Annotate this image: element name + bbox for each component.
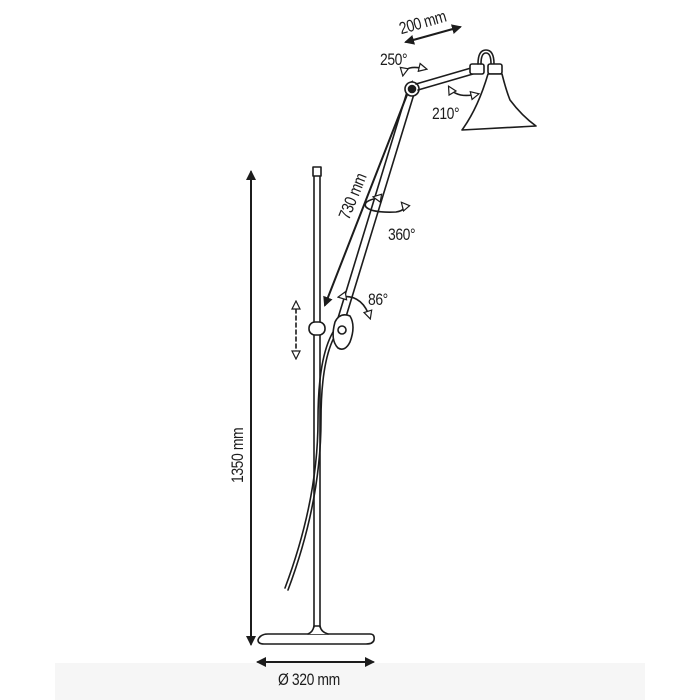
angle-86-label: 86° xyxy=(368,290,388,309)
stem-cap xyxy=(312,166,322,177)
angle-250-label: 250° xyxy=(380,50,408,69)
height-label: 1350 mm xyxy=(228,427,247,483)
upper-arm-dimension-line xyxy=(404,24,462,45)
height-collar xyxy=(308,321,326,336)
bottom-band xyxy=(55,663,645,700)
angle-210-label: 210° xyxy=(432,104,460,123)
lamp-shade xyxy=(461,73,537,131)
angle-250-arrow xyxy=(403,67,426,75)
angle-210-arrow xyxy=(449,87,478,95)
angle-360-label: 360° xyxy=(388,225,416,244)
main-arm xyxy=(337,91,408,319)
arm-dimension-line xyxy=(323,80,414,307)
upper-arm xyxy=(415,67,472,85)
shade-bracket xyxy=(477,49,495,65)
angle-86-arrow xyxy=(339,296,370,318)
lamp-base xyxy=(257,633,375,645)
power-cable xyxy=(284,319,344,589)
rotation-360-arrow xyxy=(364,197,404,213)
base-diameter-label: Ø 320 mm xyxy=(278,670,340,689)
